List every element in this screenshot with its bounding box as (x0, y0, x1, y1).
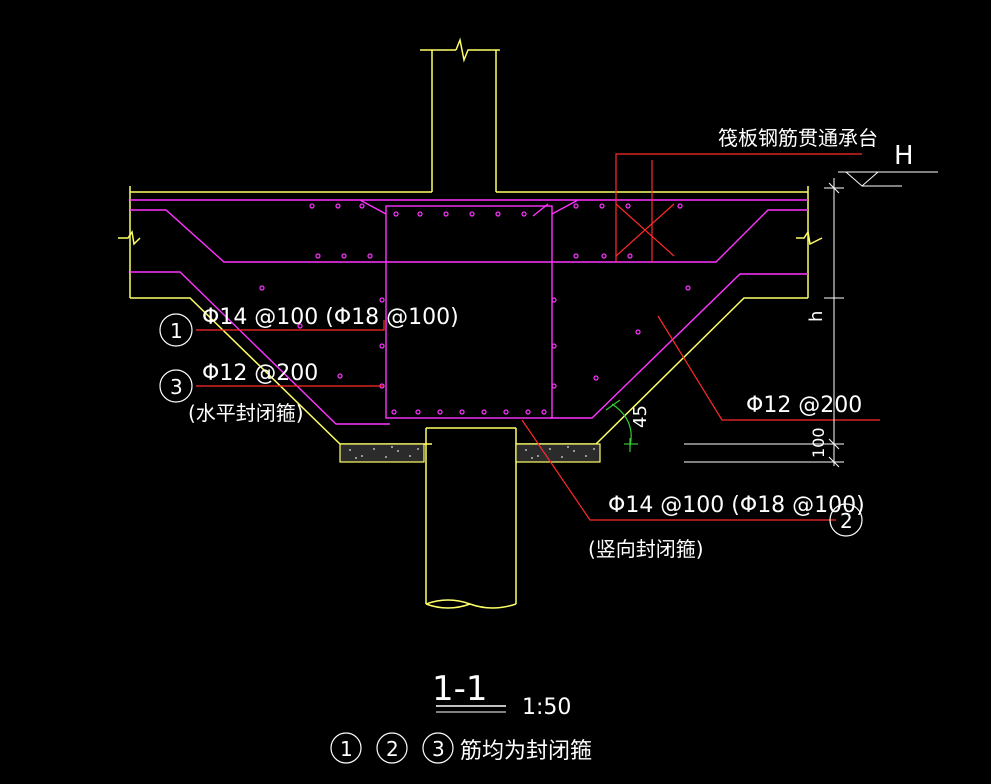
marker-1-number: 1 (170, 319, 183, 343)
dimension-lines (684, 171, 938, 468)
marker-2-circle (829, 503, 863, 537)
rebar-3-spec: Φ12 @200 (202, 361, 318, 386)
raft-through-label: 筏板钢筋贯通承台 (718, 126, 878, 150)
rebar-lines (130, 199, 808, 425)
height-label: h (806, 311, 827, 322)
section-title: 1-1 (432, 669, 488, 709)
marker-1-circle (159, 313, 193, 347)
note-marker-3-circle (422, 732, 454, 764)
elevation-label: H (894, 141, 914, 171)
rebar-dots (259, 203, 691, 415)
dim-100-label: 100 (809, 427, 828, 458)
marker-3-number: 3 (170, 375, 183, 399)
title-block: 1-1 1:50 1 2 3 筋均为封闭箍 (330, 669, 592, 764)
cap-bottom-right (516, 297, 808, 445)
rebar-2-note: (竖向封闭箍) (588, 537, 704, 561)
note-marker-2-circle (376, 732, 408, 764)
marker-2-number: 2 (840, 509, 853, 533)
section-scale: 1:50 (522, 695, 571, 720)
closed-stirrup-box (385, 205, 553, 419)
rebar-1-spec: Φ14 @100 (Φ18 @100) (202, 305, 459, 330)
rebar-2-spec: Φ14 @100 (Φ18 @100) (608, 493, 865, 518)
marker-3-circle (159, 369, 193, 403)
leader-lines (196, 153, 880, 521)
rebar-3-note: (水平封闭箍) (188, 401, 304, 425)
closed-stirrup-note: 筋均为封闭箍 (460, 739, 592, 764)
note-marker-1: 1 (340, 737, 353, 761)
bedding-layer (339, 443, 601, 463)
angle-marker (605, 399, 638, 452)
annotations: 筏板钢筋贯通承台 H h 100 45 1 Φ14 @100 (Φ18 @100… (159, 126, 914, 561)
rebar-right-spec: Φ12 @200 (746, 393, 862, 418)
note-marker-3: 3 (432, 737, 445, 761)
note-marker-2: 2 (386, 737, 399, 761)
note-marker-1-circle (330, 732, 362, 764)
angle-label: 45 (630, 405, 651, 428)
